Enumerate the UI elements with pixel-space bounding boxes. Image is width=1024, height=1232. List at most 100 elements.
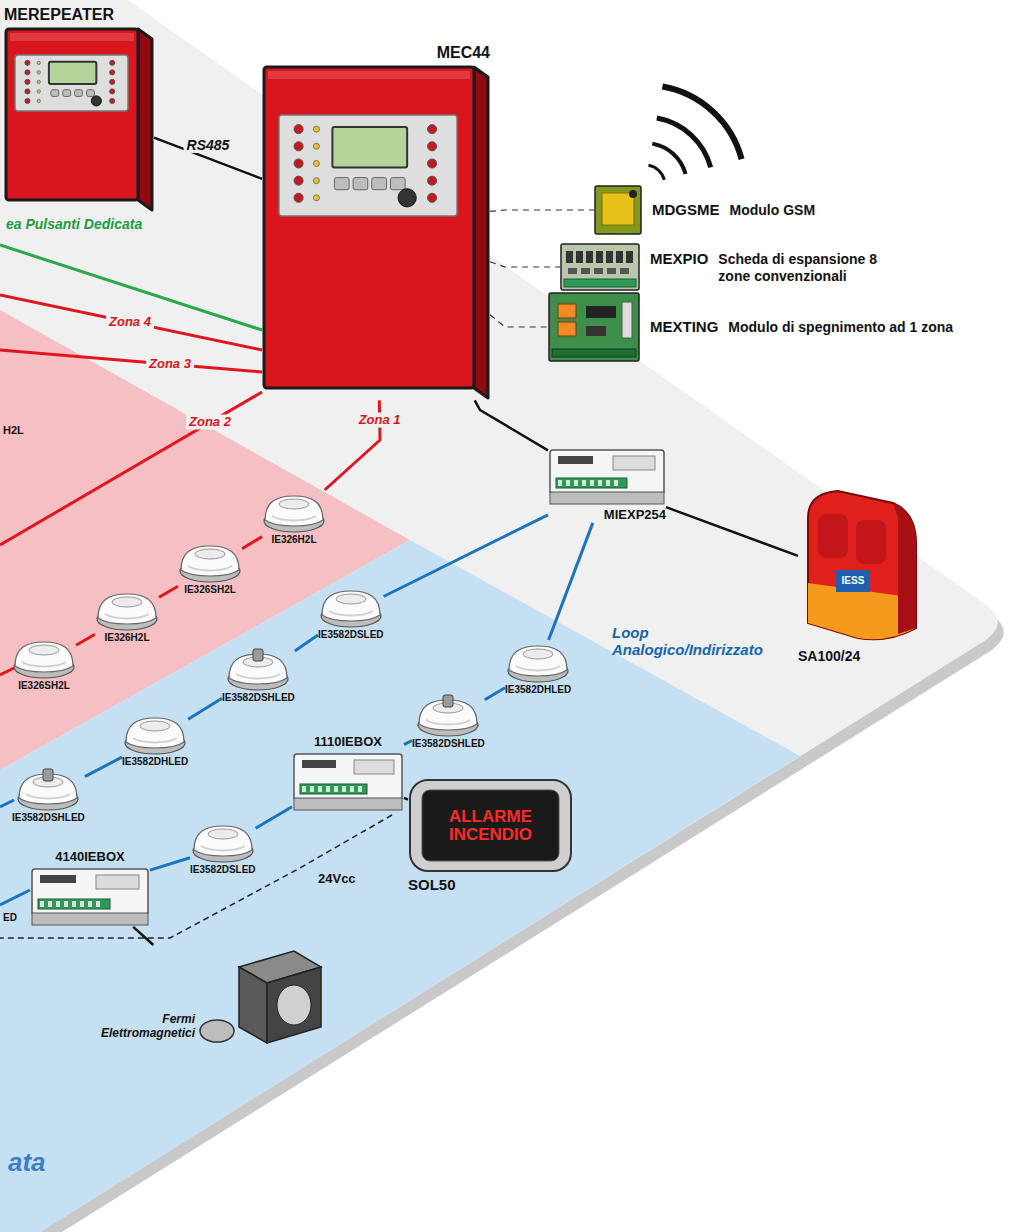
- module-box-part: [606, 480, 610, 486]
- module-box-part: [96, 901, 100, 907]
- module-box-part: [56, 901, 60, 907]
- detector-head-part: [15, 642, 73, 672]
- connector: [85, 757, 122, 777]
- connector: [666, 507, 798, 556]
- module-box-part: [302, 760, 336, 768]
- detector-head-part: [236, 674, 280, 679]
- detector-head-part: [105, 614, 149, 619]
- detector-head: [16, 768, 80, 812]
- panel-body-part: [474, 67, 488, 398]
- panel-body-part: [86, 90, 94, 97]
- sign-body-part: [410, 780, 571, 871]
- module-box-part: [318, 786, 322, 792]
- detector-code: IE3582DSHLED: [412, 738, 485, 750]
- io-module: 1110IEBOX: [292, 735, 404, 812]
- diagram-label: ata: [8, 1148, 46, 1178]
- detector-head-part: [265, 496, 323, 526]
- panel-body-part: [110, 70, 115, 75]
- detector-head-part: [426, 720, 470, 725]
- panel-body-part: [390, 178, 405, 190]
- module-box-part: [96, 875, 139, 889]
- panel-body-part: [428, 176, 437, 185]
- module-box-part: [32, 869, 148, 915]
- panel-body-part: [37, 62, 40, 65]
- zone-wire: [0, 295, 262, 350]
- connector: [485, 688, 505, 700]
- diagram-label: ED: [3, 912, 17, 924]
- circuit-board-part: [596, 251, 603, 263]
- circuit-board-part: [549, 293, 639, 361]
- loop-expander: MIEXP254: [548, 448, 666, 523]
- panel-body-part: [334, 178, 349, 190]
- panel-body-part: [37, 90, 40, 93]
- detector-head-part: [126, 718, 184, 748]
- detector-head: [95, 588, 159, 632]
- panel-body-part: [398, 189, 416, 207]
- module-box-part: [566, 480, 570, 486]
- connector: [295, 635, 318, 651]
- circuit-board-part: [626, 251, 633, 263]
- siren-body: [798, 488, 918, 643]
- panel-body-part: [313, 127, 319, 133]
- detector-head-part: [26, 794, 70, 799]
- extinguishing-module: MEXTINGModulo di spegnimento ad 1 zona: [548, 292, 953, 362]
- detector-head-part: [516, 666, 560, 671]
- radio-wave: [649, 165, 665, 180]
- panel-body-part: [313, 195, 319, 201]
- panel-body-part: [25, 99, 30, 104]
- connector: [242, 537, 262, 549]
- panel-body-part: [294, 159, 303, 168]
- panel-body-part: [37, 81, 40, 84]
- circuit-board-part: [576, 251, 583, 263]
- panel-name: MEREPEATER: [4, 6, 154, 24]
- module-box-part: [558, 480, 562, 486]
- panel-body-part: [110, 99, 115, 104]
- detector-code: IE3582DSHLED: [12, 812, 85, 824]
- circuit-board-part: [581, 268, 590, 274]
- detector-head-part: [272, 516, 316, 521]
- module-box-part: [88, 901, 92, 907]
- module-box-part: [294, 798, 402, 810]
- detector-code: IE3582DSLED: [190, 864, 256, 876]
- connector: [188, 698, 222, 719]
- module-box-part: [582, 480, 586, 486]
- detector: IE3582DSHLED: [412, 694, 485, 750]
- module-box-part: [354, 760, 394, 774]
- diagram-label: H2L: [3, 424, 24, 437]
- detector-head-part: [43, 769, 53, 781]
- zone-wire: [0, 392, 262, 545]
- panel-body-part: [25, 61, 30, 66]
- platform-shadow: [0, 10, 1004, 1232]
- detector-code: IE3582DHLED: [505, 684, 571, 696]
- detector: IE3582DHLED: [505, 640, 571, 696]
- door-holder: Fermi Elettromagnetici: [95, 945, 324, 1045]
- circuit-board: [560, 243, 640, 291]
- button-line-wire: [0, 245, 262, 330]
- detector-head-part: [98, 594, 156, 624]
- circuit-board-part: [552, 349, 636, 357]
- module-code: MEXTING: [650, 318, 718, 335]
- diagram-label: ea Pulsanti Dedicata: [6, 216, 142, 232]
- panel-body-part: [63, 90, 71, 97]
- zone-wire: [0, 668, 14, 675]
- module-box-part: [574, 480, 578, 486]
- detector-head-part: [194, 826, 252, 856]
- panel-body-part: [264, 67, 474, 388]
- detector-head-part: [112, 597, 142, 607]
- panel-body-part: [110, 89, 115, 94]
- detector-head-part: [140, 721, 170, 731]
- detector-head-part: [133, 738, 177, 743]
- door-holder-figure-part: [277, 985, 311, 1025]
- panel-name: MEC44: [262, 44, 490, 62]
- sign-text: ALLARME INCENDIO: [422, 808, 559, 844]
- module-box-part: [342, 786, 346, 792]
- connector: [133, 927, 153, 945]
- detector-head-part: [195, 549, 225, 559]
- panel-body-part: [294, 125, 303, 134]
- platform: [0, 0, 998, 1232]
- diagram-label: Zona 2: [186, 415, 234, 430]
- module-box-part: [558, 456, 593, 464]
- detector-head-part: [279, 499, 309, 509]
- module-box: [292, 752, 404, 812]
